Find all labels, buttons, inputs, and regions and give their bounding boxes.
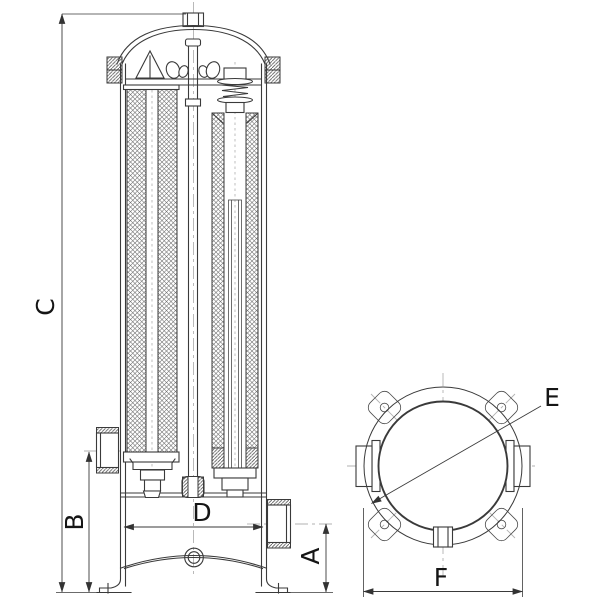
- dimension-f: F: [362, 508, 524, 597]
- dome-head: [116, 24, 271, 65]
- dim-label-c: C: [31, 298, 60, 315]
- outlet-nozzle: [266, 499, 292, 549]
- left-cartridge: [122, 84, 180, 499]
- base-and-legs: [96, 547, 291, 594]
- bolt-lug: [367, 390, 402, 425]
- dim-label-e: E: [544, 383, 560, 412]
- bolt-lug: [484, 507, 519, 542]
- bottom-view: E F: [347, 373, 560, 597]
- bolt-lug: [484, 390, 519, 425]
- vent-nozzle: [182, 12, 205, 28]
- dimension-a: A: [285, 523, 333, 593]
- dim-label-b: B: [60, 513, 89, 530]
- dim-label-f: F: [434, 563, 448, 592]
- clamp-lugs: [106, 56, 281, 84]
- bolt-lug: [367, 507, 402, 542]
- dimension-b: B: [60, 451, 93, 593]
- right-cartridge: [211, 112, 259, 498]
- dimension-d: D: [123, 498, 264, 531]
- dim-label-a: A: [296, 547, 325, 564]
- flange-bottom-tab: [432, 526, 454, 548]
- front-view: C B A D: [31, 2, 333, 594]
- dim-label-d: D: [192, 498, 211, 527]
- callout-e: E: [371, 383, 560, 504]
- inlet-nozzle: [95, 427, 120, 474]
- spring-assembly: [216, 67, 254, 114]
- head-internals: [135, 38, 221, 478]
- flange-bolt-lugs: [367, 390, 519, 542]
- rod-seat-coupling: [181, 475, 205, 499]
- centerlines: [84, 2, 333, 575]
